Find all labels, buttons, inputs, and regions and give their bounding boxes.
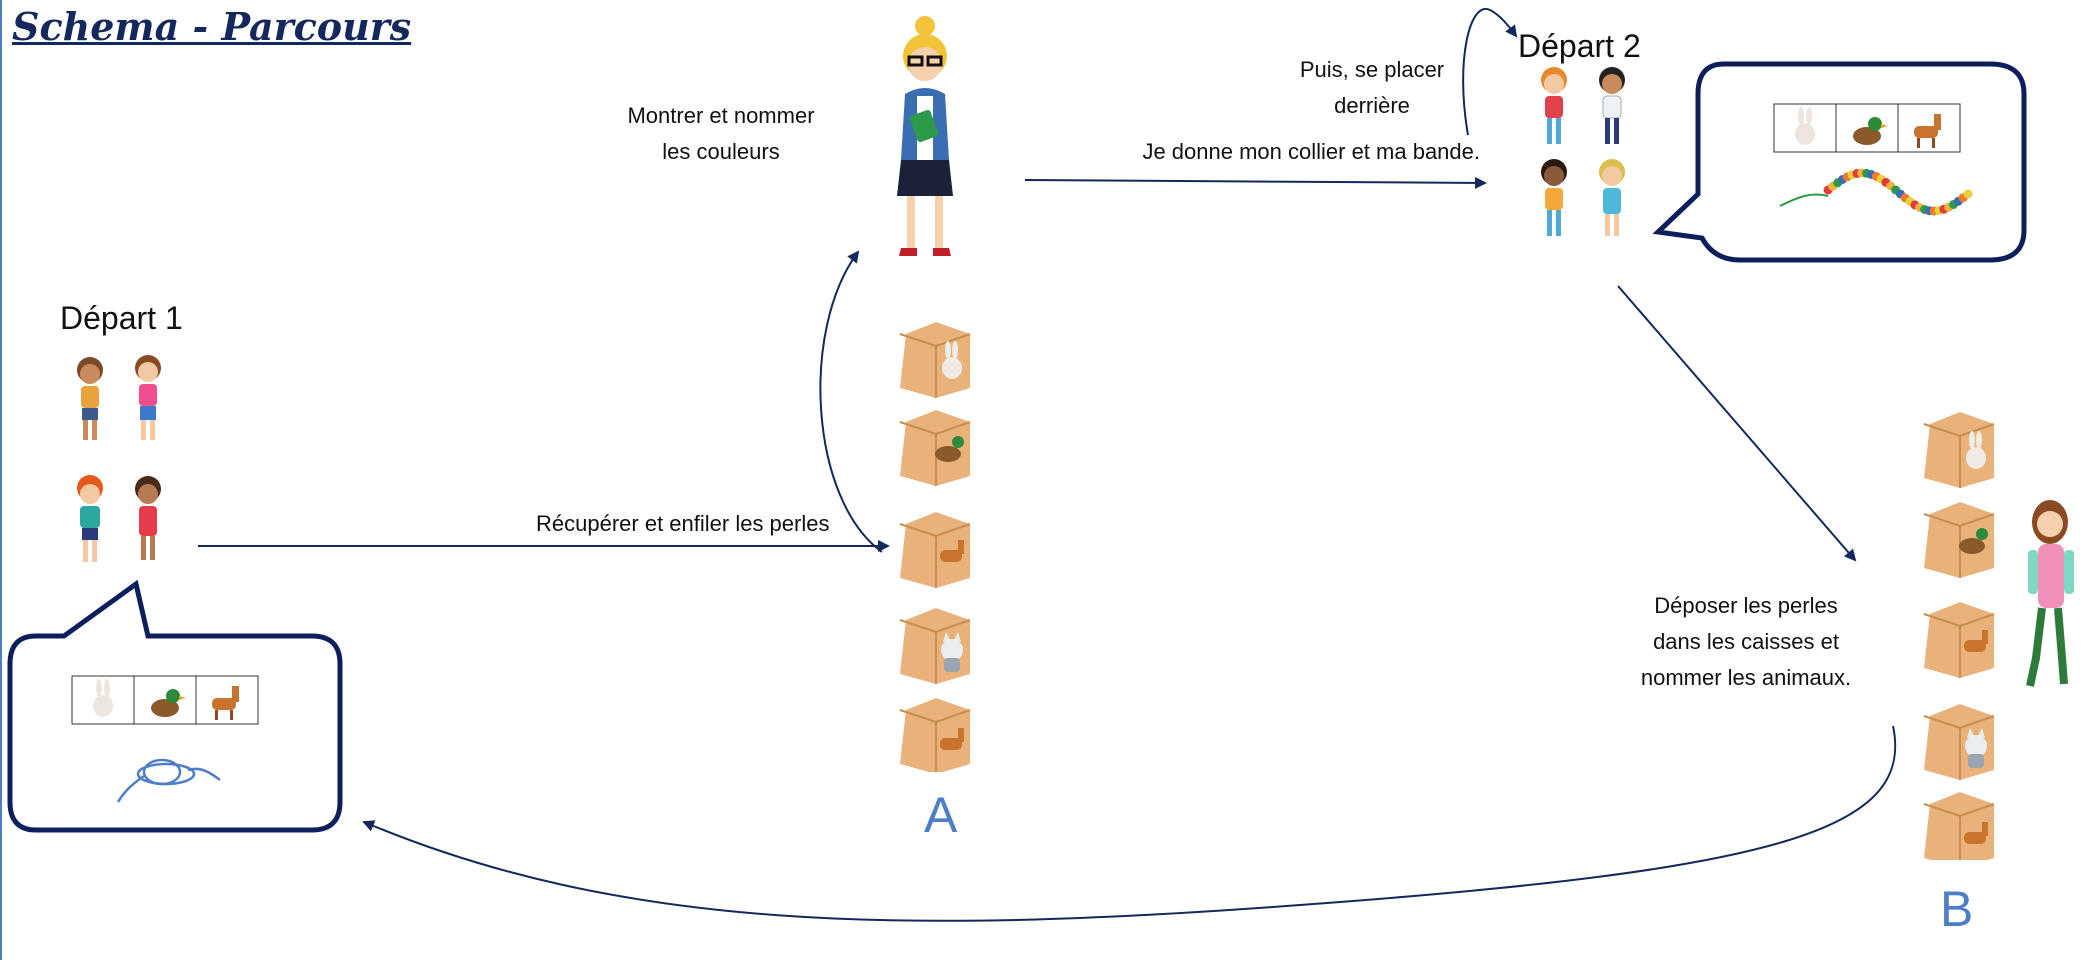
rabbit-icon [93, 679, 113, 717]
arrow-teacher-to-depart2 [1024, 176, 1487, 189]
bead [1963, 189, 1973, 199]
material-bubble-2 [1652, 61, 2027, 263]
child-icon [135, 476, 161, 560]
label-collier: Je donne mon collier et ma bande. [1142, 139, 1480, 164]
lace-icon [116, 758, 221, 803]
teacher-icon [897, 16, 953, 256]
crate-rabbit [1923, 412, 1995, 488]
crate-rabbit [899, 322, 971, 398]
sequence-strip [71, 675, 259, 725]
child-icon [77, 475, 103, 562]
arrow-loop-behind [1462, 7, 1518, 136]
crate-horse-2 [1923, 792, 1995, 860]
horse-icon [212, 686, 239, 720]
crate-cat [899, 608, 971, 684]
duck-icon [1959, 528, 1988, 554]
necklace-icon [1779, 168, 1973, 216]
rabbit-icon [1795, 107, 1815, 145]
label-deposer: Déposer les perles dans les caisses et n… [1640, 593, 1852, 690]
duck-icon [151, 689, 186, 717]
crate-column-b [1923, 412, 1995, 860]
crate-horse [1923, 602, 1995, 678]
helper-icon [2026, 500, 2074, 687]
page-title: Schema - Parcours [12, 4, 412, 49]
depart-1-label: Départ 1 [60, 300, 183, 336]
label-puis: Puis, se placer derrière [1299, 57, 1445, 118]
station-a-letter: A [924, 787, 958, 843]
crate-horse [899, 512, 971, 588]
arrow-b-to-depart1 [362, 725, 1897, 922]
child-icon [77, 357, 103, 440]
crate-column-a [899, 322, 971, 772]
child-icon [1599, 159, 1625, 236]
crate-duck [899, 410, 971, 486]
horse-icon [940, 540, 964, 562]
child-icon [1599, 67, 1625, 144]
depart-2-label: Départ 2 [1518, 28, 1641, 64]
rabbit-icon [942, 341, 962, 379]
children-group-1 [77, 355, 161, 562]
cat-icon [1965, 728, 1987, 768]
label-montrer: Montrer et nommer les couleurs [627, 103, 815, 164]
child-icon [1541, 67, 1567, 144]
crate-horse-2 [899, 698, 971, 772]
cat-icon [941, 632, 963, 672]
crate-cat [1923, 704, 1995, 780]
child-icon [1541, 159, 1567, 236]
crate-duck [1923, 502, 1995, 578]
station-b-letter: B [1940, 881, 1974, 937]
duck-icon [935, 436, 964, 462]
arrow-depart2-to-b [1617, 285, 1857, 562]
material-bubble-1 [7, 580, 343, 833]
label-recuperer: Récupérer et enfiler les perles [536, 511, 830, 536]
horse-icon [1964, 822, 1988, 844]
page-edge-line [0, 0, 2, 960]
arrow-a-to-teacher [819, 250, 883, 553]
child-icon [135, 355, 161, 440]
horse-icon [940, 728, 964, 750]
sequence-strip [1773, 103, 1961, 153]
rabbit-icon [1966, 431, 1986, 469]
children-group-2 [1541, 67, 1625, 236]
horse-icon [1914, 114, 1941, 148]
horse-icon [1964, 630, 1988, 652]
duck-icon [1853, 117, 1888, 145]
